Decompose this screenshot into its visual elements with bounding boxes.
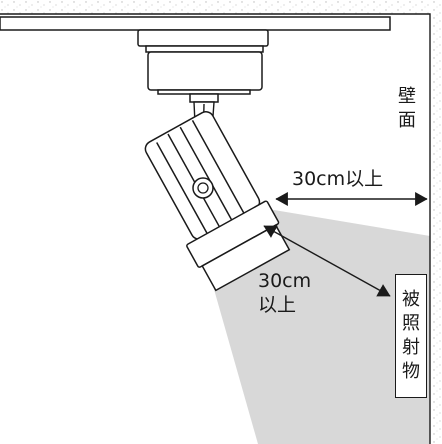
target-object-char-4: 物 [402,361,420,382]
target-object-label: 被 照 射 物 [399,288,423,384]
target-object-box [395,274,427,398]
duct-rail [0,16,391,31]
wall-ceiling-outline [0,13,431,444]
spotlight-head [144,111,291,292]
target-object-char-2: 照 [402,313,420,334]
wall-label-char-2: 面 [398,110,416,131]
wall-label: 壁 面 [398,85,416,133]
rail-adapter [137,29,269,103]
pivot-knob-inner [197,182,209,194]
object-distance-arrow [263,225,391,297]
wall-label-char-1: 壁 [398,86,416,107]
wall-texture [430,0,442,444]
object-distance-label-line2: 以上 [258,294,297,316]
ceiling-texture [0,0,430,14]
wall-distance-label: 30cm以上 [292,168,384,190]
target-object-char-1: 被 [402,289,420,310]
object-distance-label-line1: 30cm [258,270,312,292]
target-object-char-3: 射 [402,337,420,358]
